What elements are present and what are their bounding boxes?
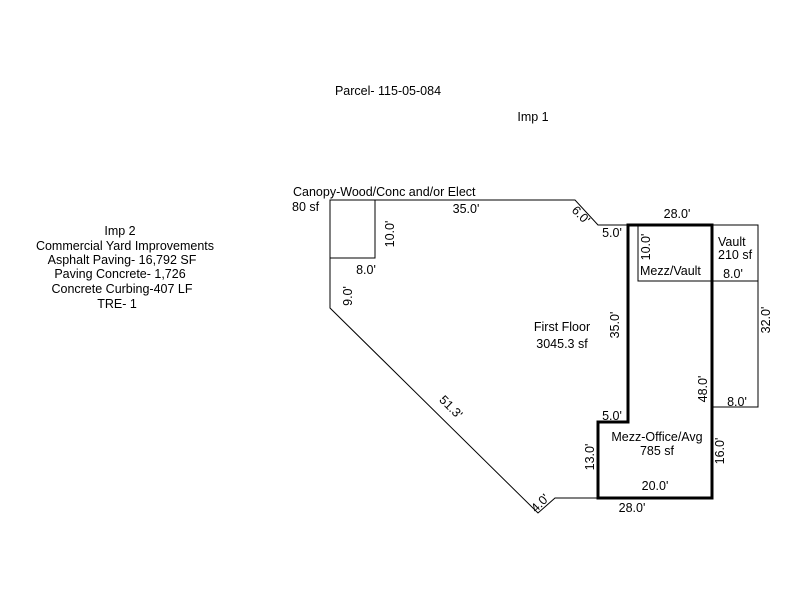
mezz-office-size: 785 sf [640,444,675,458]
dimension-label: 8.0' [356,263,376,277]
dimension-label: 28.0' [664,207,691,221]
imp1-label: Imp 1 [517,110,548,124]
dimension-label: 16.0' [713,438,727,465]
dimension-label: 10.0' [639,234,653,261]
vault-label: Vault [718,235,746,249]
imp2-line: Paving Concrete- 1,726 [54,267,185,281]
canopy-area [329,199,376,259]
first-floor-size: 3045.3 sf [536,337,588,351]
dimension-label: 35.0' [608,312,622,339]
dimension-label: 6.0' [569,203,593,227]
imp2-line: Concrete Curbing-407 LF [51,282,192,296]
mezz-vault-area [637,225,712,282]
imp2-line: Commercial Yard Improvements [36,239,214,253]
first-floor-label: First Floor [534,320,590,334]
dimension-label: 8.0' [727,395,747,409]
dimension-label: 32.0' [759,307,773,334]
dimension-label: 8.0' [723,267,743,281]
dimension-label: 5.0' [602,226,622,240]
dimension-label: 28.0' [619,501,646,515]
dimension-label: 5.0' [602,409,622,423]
dimension-label: 4.0' [528,491,552,515]
dimension-label: 10.0' [383,221,397,248]
imp2-description: Imp 2 Commercial Yard Improvements Aspha… [36,224,214,311]
dimension-label: 35.0' [453,202,480,216]
dimension-label: 20.0' [642,479,669,493]
imp2-line: TRE- 1 [97,297,137,311]
imp2-line: Asphalt Paving- 16,792 SF [48,253,197,267]
vault-area [712,224,759,408]
mezz-office-outline [596,223,714,500]
vault-size: 210 sf [718,248,753,262]
dimension-label: 48.0' [696,376,710,403]
canopy-size: 80 sf [292,200,320,214]
parcel-title: Parcel- 115-05-084 [335,84,441,98]
mezz-vault-label: Mezz/Vault [640,264,701,278]
dimension-label: 9.0' [341,286,355,306]
mezz-office-label: Mezz-Office/Avg [611,430,702,444]
dimension-label: 13.0' [583,444,597,471]
imp2-line: Imp 2 [104,224,135,238]
canopy-label: Canopy-Wood/Conc and/or Elect [293,185,476,199]
